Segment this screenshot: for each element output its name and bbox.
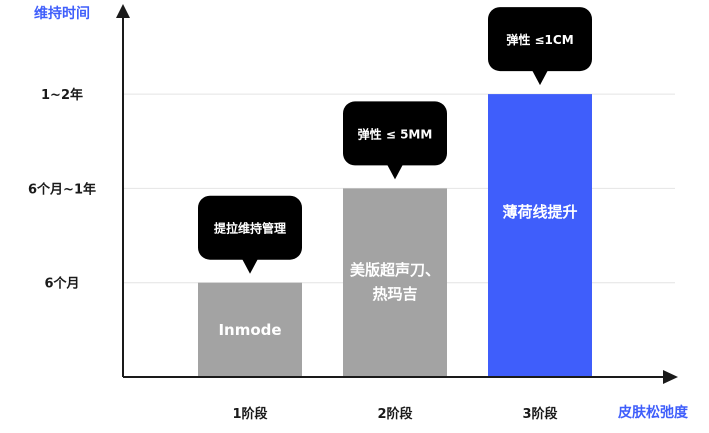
x-tick-label: 3阶段 bbox=[522, 406, 557, 422]
x-axis-arrow-icon bbox=[663, 370, 678, 384]
bars: Inmode 美版超声刀、热玛吉 薄荷线提升 bbox=[198, 94, 592, 377]
bar bbox=[343, 188, 447, 377]
callout-text: 提拉维持管理 bbox=[214, 221, 286, 236]
x-axis-title: 皮肤松弛度 bbox=[617, 404, 689, 421]
callout-bubble: 弹性 ≤1CM bbox=[488, 7, 592, 86]
y-tick-label: 6个月 bbox=[44, 276, 79, 292]
x-tick-label: 1阶段 bbox=[232, 406, 267, 422]
callout-pointer bbox=[242, 258, 258, 274]
y-axis-title: 维持时间 bbox=[34, 5, 90, 22]
bar bbox=[198, 282, 302, 377]
axes bbox=[116, 4, 678, 384]
bar-label: 美版超声刀、热玛吉 bbox=[350, 261, 440, 303]
labels: 维持时间 皮肤松弛度 6个月 6个月~1年 1~2年 1阶段 2阶段 3阶段 bbox=[28, 5, 689, 422]
callout-box bbox=[488, 7, 592, 72]
callout-box bbox=[343, 101, 447, 166]
x-tick-label: 2阶段 bbox=[377, 406, 412, 422]
callout-text: 弹性 ≤ 5MM bbox=[358, 126, 433, 141]
callout-pointer bbox=[532, 70, 548, 86]
callout-bubble: 弹性 ≤ 5MM bbox=[343, 101, 447, 180]
callout-box bbox=[198, 195, 302, 260]
y-tick-label: 6个月~1年 bbox=[28, 181, 96, 197]
callout-text: 弹性 ≤1CM bbox=[506, 32, 573, 47]
bar-label: 薄荷线提升 bbox=[502, 203, 577, 221]
y-tick-label: 1~2年 bbox=[41, 87, 83, 103]
callouts: 提拉维持管理 弹性 ≤ 5MM 弹性 ≤1CM bbox=[198, 7, 592, 274]
bar bbox=[488, 94, 592, 377]
bar-label: Inmode bbox=[218, 321, 281, 339]
callout-pointer bbox=[387, 164, 403, 180]
y-axis-arrow-icon bbox=[116, 4, 130, 18]
callout-bubble: 提拉维持管理 bbox=[198, 195, 302, 274]
